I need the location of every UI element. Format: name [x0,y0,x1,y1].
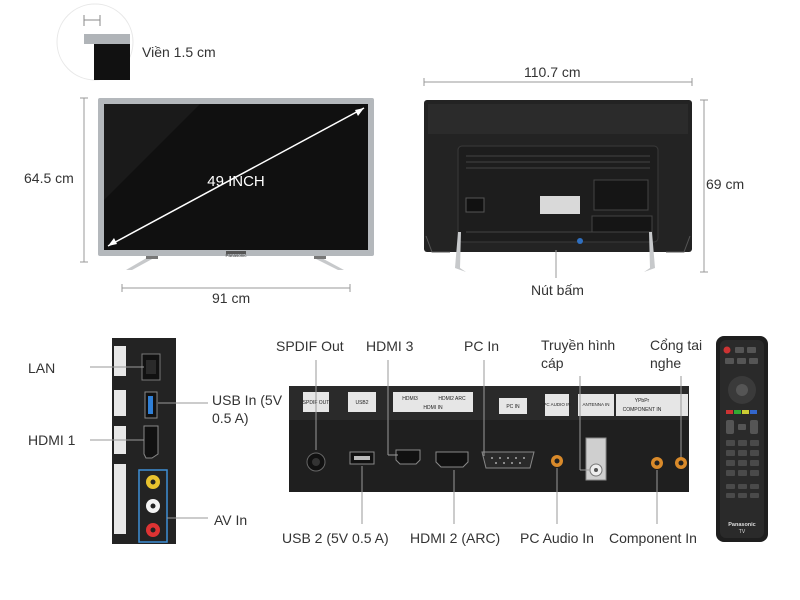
panel-label-hdmi3: HDMI3 [402,396,418,402]
front-tv [98,98,374,270]
panel-label-usb2: USB2 [355,400,368,406]
bezel-zoom [56,3,134,81]
diagonal-arrow [107,107,365,247]
usb2-label: USB 2 (5V 0.5 A) [282,530,389,546]
remote-brand: Panasonic [728,522,756,528]
screen-size-label: 49 INCH [207,173,265,190]
panel-label-component: COMPONENT IN [623,407,662,413]
pc-in-label: PC In [464,338,500,354]
back-width-label: 110.7 cm [524,64,581,80]
hdmi3-label: HDMI 3 [366,338,414,354]
lan-label: LAN [28,360,56,376]
button-label: Nút bấm [531,282,584,298]
av-in-label: AV In [214,512,248,528]
panel-label-hdmi-in: HDMI IN [423,405,443,411]
front-height-label: 64.5 cm [24,170,74,186]
side-port-panel [112,338,176,544]
panel-label-pc-in: PC IN [506,404,520,410]
panel-label-antenna: ANTENNA IN [582,402,609,407]
spdif-out-label: SPDIF Out [276,338,344,354]
panel-label-hdmi2: HDMI2 ARC [438,396,466,402]
back-height-label: 69 cm [706,176,745,192]
usb-in-label: USB In (5V 0.5 A) [212,392,283,426]
hdmi1-label: HDMI 1 [28,432,76,448]
panel-label-pc-audio: PC AUDIO IN [543,402,570,407]
headphone-label: Cổng tai nghe [650,337,703,371]
hdmi2-label: HDMI 2 (ARC) [410,530,501,546]
remote-model: TV [739,529,746,535]
panel-label-ypbpr: YPbPr [635,398,650,404]
front-width-label: 91 cm [212,290,251,306]
front-brand-logo: Panasonic [225,253,247,258]
back-tv [424,100,692,278]
pc-audio-in-label: PC Audio In [520,530,594,546]
remote-control: Panasonic TV [716,336,768,542]
front-dimension-lines [80,97,351,292]
component-in-label: Component In [609,530,697,546]
side-port-leaders [90,366,208,519]
back-dimension-lines [423,78,708,273]
rear-port-leaders [315,360,682,524]
rear-port-panel: SPDIF OUT USB2 HDMI3 HDMI2 ARC HDMI IN P… [289,386,689,492]
cable-tv-label: Truyền hình cáp [541,337,616,371]
bezel-label: Viền 1.5 cm [142,44,216,60]
